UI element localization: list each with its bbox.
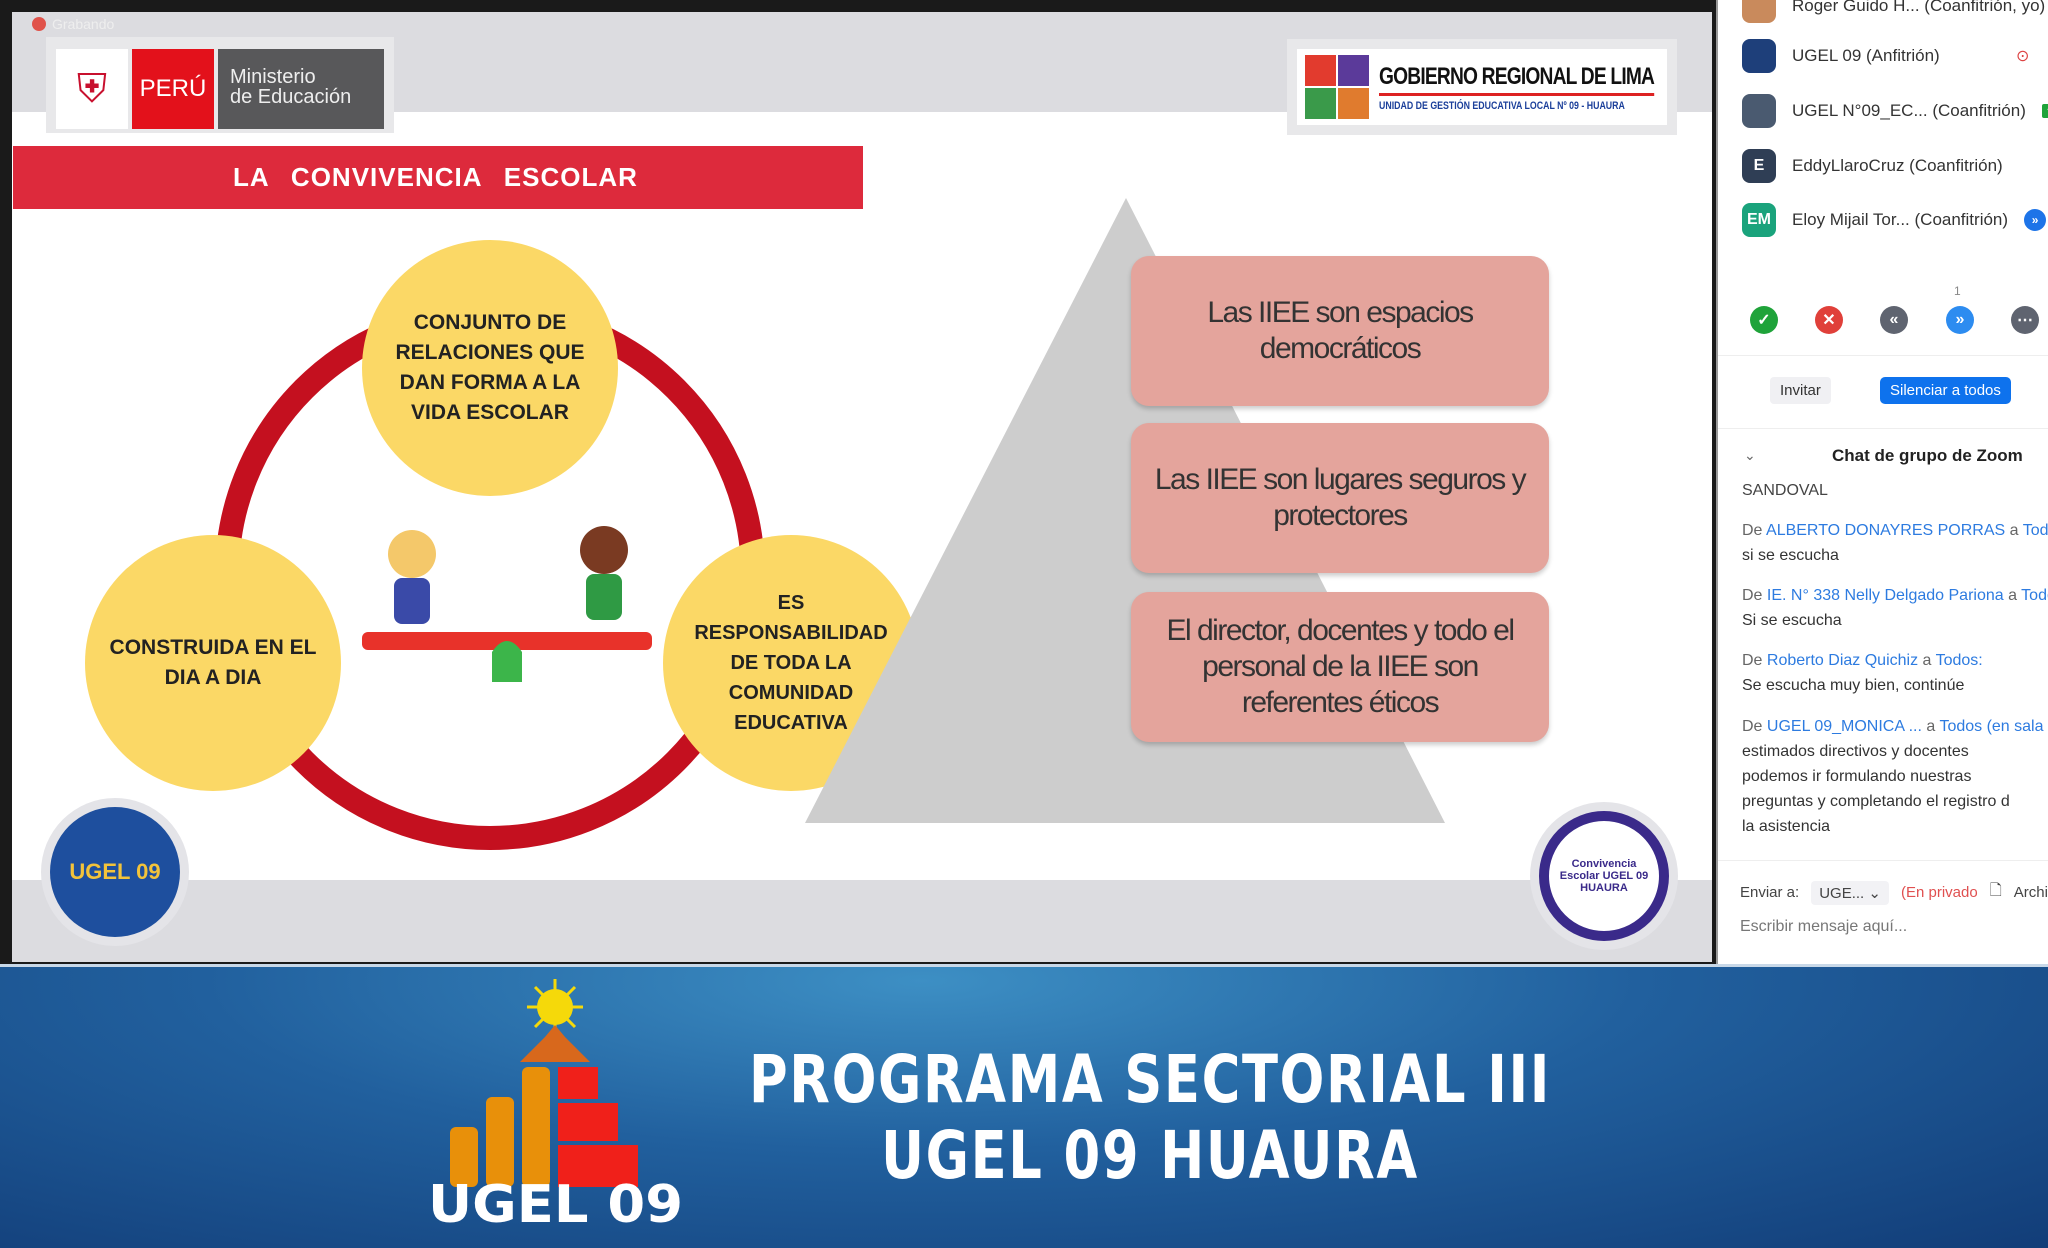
feedback-count: 1 — [1954, 284, 1961, 298]
mute-all-button[interactable]: Silenciar a todos — [1880, 377, 2011, 404]
convivencia-logo-text: Convivencia Escolar UGEL 09 HUAURA — [1539, 811, 1669, 941]
ugel-09-banner-logo: UGEL 09 — [428, 979, 683, 1227]
chat-sender: Roberto Diaz Quichiz — [1766, 652, 1919, 669]
zoom-side-panel: Roger Guido H... (Coanfitrión, yo) UGEL … — [1716, 0, 2048, 964]
minedu-line2: de Educación — [230, 86, 352, 108]
file-icon[interactable]: 🗋 — [1989, 882, 2002, 899]
send-to-label: Enviar a: — [1740, 884, 1800, 901]
peru-coat-of-arms-icon: ⛨ — [56, 49, 128, 129]
recording-indicator: Grabando — [32, 16, 114, 32]
go-faster-icon[interactable]: » — [1946, 306, 1974, 334]
gore-emblem-icon — [1305, 55, 1369, 119]
chat-send-row: Enviar a: UGE... ⌄ (En privado 🗋 Archivo — [1740, 880, 2048, 905]
chat-text: Si se escucha — [1742, 612, 1842, 629]
boy-body — [586, 574, 622, 620]
chat-message: De IE. N° 338 Nelly Delgado Pariona a To… — [1742, 583, 2048, 633]
ugel-logo: UGEL 09 — [41, 798, 189, 946]
peru-label: PERÚ — [132, 49, 214, 129]
children-seesaw-illustration — [362, 526, 652, 682]
participant-name: Roger Guido H... (Coanfitrión, yo) — [1792, 0, 2046, 15]
box-referentes-eticos: El director, docentes y todo el personal… — [1131, 592, 1549, 742]
chat-text: estimados directivos y docentes — [1742, 743, 1969, 760]
banner-line1: PROGRAMA SECTORIAL III — [749, 1041, 1551, 1118]
record-icon — [32, 17, 46, 31]
chat-text: la asistencia — [1742, 818, 1831, 835]
circle-relaciones: CONJUNTO DE RELACIONES QUE DAN FORMA A L… — [362, 240, 618, 496]
fast-forward-status-icon: » — [2024, 209, 2047, 231]
chat-sender: IE. N° 338 Nelly Delgado Pariona — [1766, 587, 2004, 604]
banner-line2: UGEL 09 HUAURA — [881, 1117, 1419, 1194]
share-screen-icon: ↑ — [2041, 104, 2048, 118]
file-button[interactable]: Archivo — [2013, 884, 2048, 901]
girl-head — [388, 530, 436, 578]
divider — [1718, 428, 2048, 429]
slide-title: LA CONVIVENCIA ESCOLAR — [13, 146, 863, 209]
private-label: (En privado — [1900, 884, 1978, 901]
participant-avatar — [1742, 0, 1776, 23]
chat-text: si se escucha — [1742, 547, 1839, 564]
circle-construida: CONSTRUIDA EN EL DIA A DIA — [85, 535, 341, 791]
more-icon[interactable]: ⋯ — [2011, 306, 2039, 334]
divider — [1718, 355, 2048, 356]
chat-collapse-chevron-icon[interactable]: ⌄ — [1744, 447, 1756, 463]
participant-row[interactable]: E EddyLlaroCruz (Coanfitrión) — [1742, 146, 2003, 186]
participant-row[interactable]: UGEL 09 (Anfitrión) ⊙ — [1742, 36, 2029, 76]
gore-title: GOBIERNO REGIONAL DE LIMA — [1379, 63, 1655, 96]
program-banner: UGEL 09 PROGRAMA SECTORIAL III UGEL 09 H… — [0, 964, 2048, 1248]
seesaw-pivot — [492, 641, 522, 682]
no-x-icon[interactable]: ✕ — [1815, 306, 1843, 334]
participant-name: EddyLlaroCruz (Coanfitrión) — [1792, 156, 2003, 175]
send-to-dropdown[interactable]: UGE... ⌄ — [1811, 880, 1889, 905]
participant-avatar — [1742, 39, 1776, 73]
chat-message: De ALBERTO DONAYRES PORRAS a Todos: si s… — [1742, 518, 2048, 568]
chat-message: De UGEL 09_MONICA ... a Todos (en sala d… — [1742, 714, 2048, 839]
slide-footer-band — [12, 880, 1712, 962]
chat-text: podemos ir formulando nuestras — [1742, 768, 1972, 785]
gore-subtitle: UNIDAD DE GESTIÓN EDUCATIVA LOCAL Nº 09 … — [1379, 99, 1625, 112]
participant-row[interactable]: Roger Guido H... (Coanfitrión, yo) — [1742, 0, 2045, 26]
chat-message: De Roberto Diaz Quichiz a Todos: Se escu… — [1742, 648, 1983, 698]
gobierno-regional-logo: GOBIERNO REGIONAL DE LIMA UNIDAD DE GESTI… — [1287, 39, 1677, 135]
girl-body — [394, 578, 430, 624]
box-lugares-seguros: Las IIEE son lugares seguros y protector… — [1131, 423, 1549, 573]
participant-avatar — [1742, 94, 1776, 128]
chat-sender: ALBERTO DONAYRES PORRAS — [1766, 522, 2006, 539]
chat-text: Se escucha muy bien, continúe — [1742, 677, 1965, 694]
yes-check-icon[interactable]: ✓ — [1750, 306, 1778, 334]
chat-sender: UGEL 09_MONICA ... — [1766, 718, 1922, 735]
go-slower-icon[interactable]: « — [1880, 306, 1908, 334]
boy-head — [580, 526, 628, 574]
convivencia-logo: Convivencia Escolar UGEL 09 HUAURA — [1530, 802, 1678, 950]
participant-row[interactable]: EM Eloy Mijail Tor... (Coanfitrión) » — [1742, 200, 2047, 240]
recording-label: Grabando — [52, 16, 115, 32]
participant-avatar: E — [1742, 149, 1776, 183]
participant-name: UGEL N°09_EC... (Coanfitrión) — [1792, 101, 2026, 120]
divider — [1718, 860, 2048, 861]
recording-status-icon: ⊙ — [2016, 48, 2030, 65]
ugel-logo-text: UGEL 09 — [50, 807, 180, 937]
banner-logo-text: UGEL 09 — [428, 1175, 683, 1227]
minedu-line1: Ministerio — [230, 66, 316, 88]
participant-row[interactable]: UGEL N°09_EC... (Coanfitrión) ↑ — [1742, 91, 2048, 131]
box-espacios-democraticos: Las IIEE son espacios democráticos — [1131, 256, 1549, 406]
participant-name: Eloy Mijail Tor... (Coanfitrión) — [1792, 210, 2009, 229]
invite-button[interactable]: Invitar — [1770, 377, 1831, 404]
chat-fragment: SANDOVAL — [1742, 482, 1828, 499]
participant-name: UGEL 09 (Anfitrión) — [1792, 46, 1940, 65]
chat-title: Chat de grupo de Zoom — [1832, 446, 2023, 465]
chat-text: preguntas y completando el registro d — [1742, 793, 2010, 810]
participant-avatar: EM — [1742, 203, 1776, 237]
chat-message-input[interactable]: Escribir mensaje aquí... — [1740, 918, 1908, 935]
